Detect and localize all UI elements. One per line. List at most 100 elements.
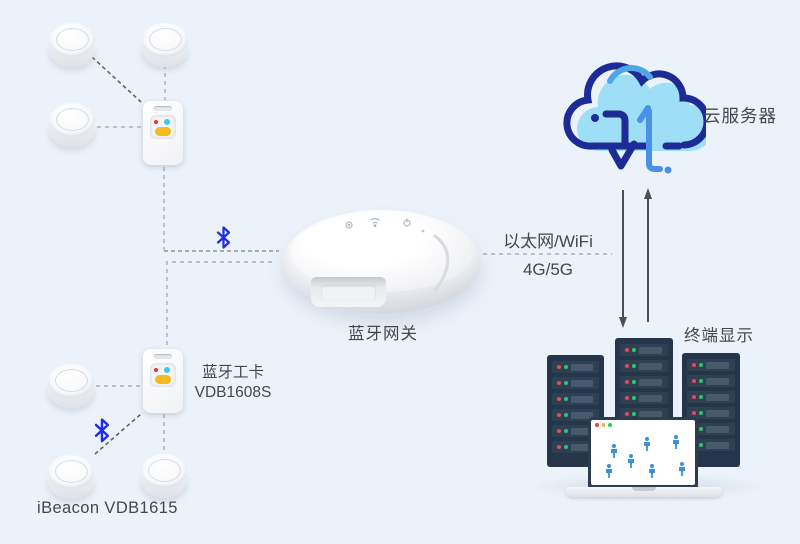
down-arrow-head — [619, 317, 627, 328]
led-red-icon — [625, 380, 629, 384]
led-green-icon — [632, 364, 636, 368]
led-red-icon — [557, 397, 561, 401]
bluetooth-icon — [216, 226, 231, 249]
led-green-icon — [632, 348, 636, 352]
label-workcard-name: 蓝牙工卡 — [201, 364, 264, 381]
label-link-top: 以太网/WiFi — [503, 232, 593, 251]
person-icon — [672, 435, 680, 450]
window-dot-red — [595, 423, 599, 427]
drive-bay — [639, 362, 662, 370]
cloud-server-icon — [554, 48, 713, 180]
link-beacon5-card2 — [94, 413, 142, 455]
monitor-app-window — [591, 420, 695, 485]
person-icon — [643, 437, 651, 452]
person-icon — [610, 444, 618, 459]
ibeacon-puck — [48, 364, 94, 408]
ibeacon-puck — [141, 454, 187, 498]
window-controls — [595, 423, 612, 427]
server-slot — [687, 407, 735, 419]
led-green-icon — [564, 397, 568, 401]
gear-icon — [345, 221, 353, 229]
cloud-upload-arrow — [637, 105, 672, 174]
led-red-icon — [557, 445, 561, 449]
drive-bay — [639, 378, 662, 386]
drive-bay — [639, 346, 662, 354]
drive-bay — [706, 361, 729, 369]
server-rack — [547, 355, 604, 467]
led-green-icon — [699, 443, 703, 447]
led-panel — [150, 115, 176, 139]
led-green-icon — [632, 396, 636, 400]
server-slot — [687, 375, 735, 387]
server-slot — [620, 344, 668, 356]
server-slot — [552, 441, 599, 453]
led-red-icon — [557, 413, 561, 417]
person-icon — [648, 464, 656, 479]
bluetooth-icon — [94, 418, 110, 443]
led-green-icon — [699, 363, 703, 367]
bluetooth-workcard — [143, 349, 183, 413]
led-green-icon — [699, 427, 703, 431]
led-red-icon — [557, 365, 561, 369]
led-red-icon — [557, 429, 561, 433]
drive-bay — [639, 394, 662, 402]
cyan-led-icon — [164, 119, 170, 125]
led-red-icon — [557, 381, 561, 385]
led-green-icon — [699, 411, 703, 415]
gateway-crescent — [433, 234, 450, 292]
server-slot — [620, 376, 668, 388]
up-arrow-head — [644, 188, 652, 199]
server-slot — [552, 409, 599, 421]
led-red-icon — [692, 411, 696, 415]
drive-bay — [706, 425, 729, 433]
led-green-icon — [564, 429, 568, 433]
led-red-icon — [625, 396, 629, 400]
drive-bay — [571, 411, 593, 419]
drive-bay — [706, 393, 729, 401]
led-red-icon — [625, 348, 629, 352]
server-slot — [552, 425, 599, 437]
yellow-button-icon — [155, 127, 171, 136]
label-link-bottom: 4G/5G — [522, 260, 574, 279]
bluetooth-gateway-device — [283, 210, 481, 314]
drive-bay — [706, 377, 729, 385]
person-icon — [627, 454, 635, 469]
server-rack — [682, 353, 740, 467]
drive-bay — [706, 441, 729, 449]
window-dot-green — [608, 423, 612, 427]
led-green-icon — [699, 379, 703, 383]
server-slot — [552, 393, 599, 405]
led-green-icon — [564, 381, 568, 385]
led-green-icon — [564, 365, 568, 369]
cloud-highlight-arc — [607, 65, 653, 84]
label-workcard: 蓝牙工卡 VDB1608S — [190, 363, 276, 403]
wifi-icon — [370, 217, 380, 228]
ibeacon-puck — [48, 455, 94, 499]
bluetooth-workcard — [143, 101, 183, 165]
led-green-icon — [632, 412, 636, 416]
bus-card2-gateway — [166, 261, 272, 348]
label-ibeacon-model: iBeacon VDB1615 — [37, 499, 178, 517]
ibeacon-puck — [49, 23, 95, 67]
drive-bay — [706, 409, 729, 417]
power-icon — [403, 218, 411, 227]
label-terminal: 终端显示 — [684, 327, 754, 345]
led-red-icon — [692, 395, 696, 399]
label-gateway: 蓝牙网关 — [348, 325, 418, 343]
status-dot-icon — [421, 229, 425, 233]
link-beacon1-card1 — [91, 56, 142, 103]
cloud-outline — [563, 62, 711, 150]
red-led-icon — [154, 120, 158, 124]
person-icon — [605, 464, 613, 479]
drive-bay — [571, 443, 593, 451]
server-slot — [552, 361, 599, 373]
led-green-icon — [632, 380, 636, 384]
ibeacon-puck — [142, 23, 188, 67]
drive-bay — [639, 410, 662, 418]
drive-bay — [571, 395, 593, 403]
led-red-icon — [625, 412, 629, 416]
server-slot — [552, 377, 599, 389]
laptop-screen — [588, 417, 698, 488]
led-red-icon — [625, 364, 629, 368]
